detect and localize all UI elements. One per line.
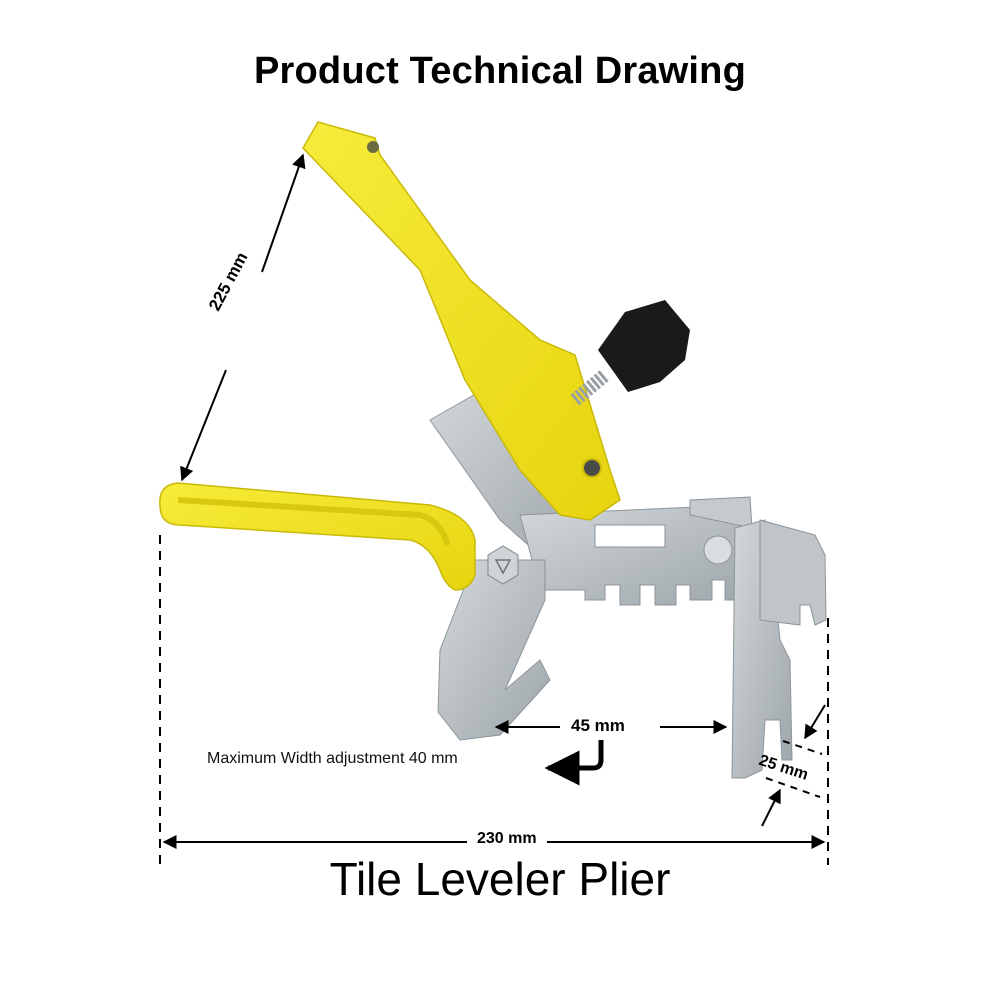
dimension-label-jaw-opening: 45 mm <box>571 716 625 735</box>
page-title: Product Technical Drawing <box>253 50 747 92</box>
dimension-label-overall-length: 230 mm <box>467 830 547 848</box>
metal-frame <box>429 379 827 779</box>
product-name: Tile Leveler Plier <box>329 853 671 905</box>
lower-handle <box>159 482 476 591</box>
adjustment-knob <box>570 300 690 406</box>
max-width-note: Maximum Width adjustment 40 mm <box>207 750 458 767</box>
